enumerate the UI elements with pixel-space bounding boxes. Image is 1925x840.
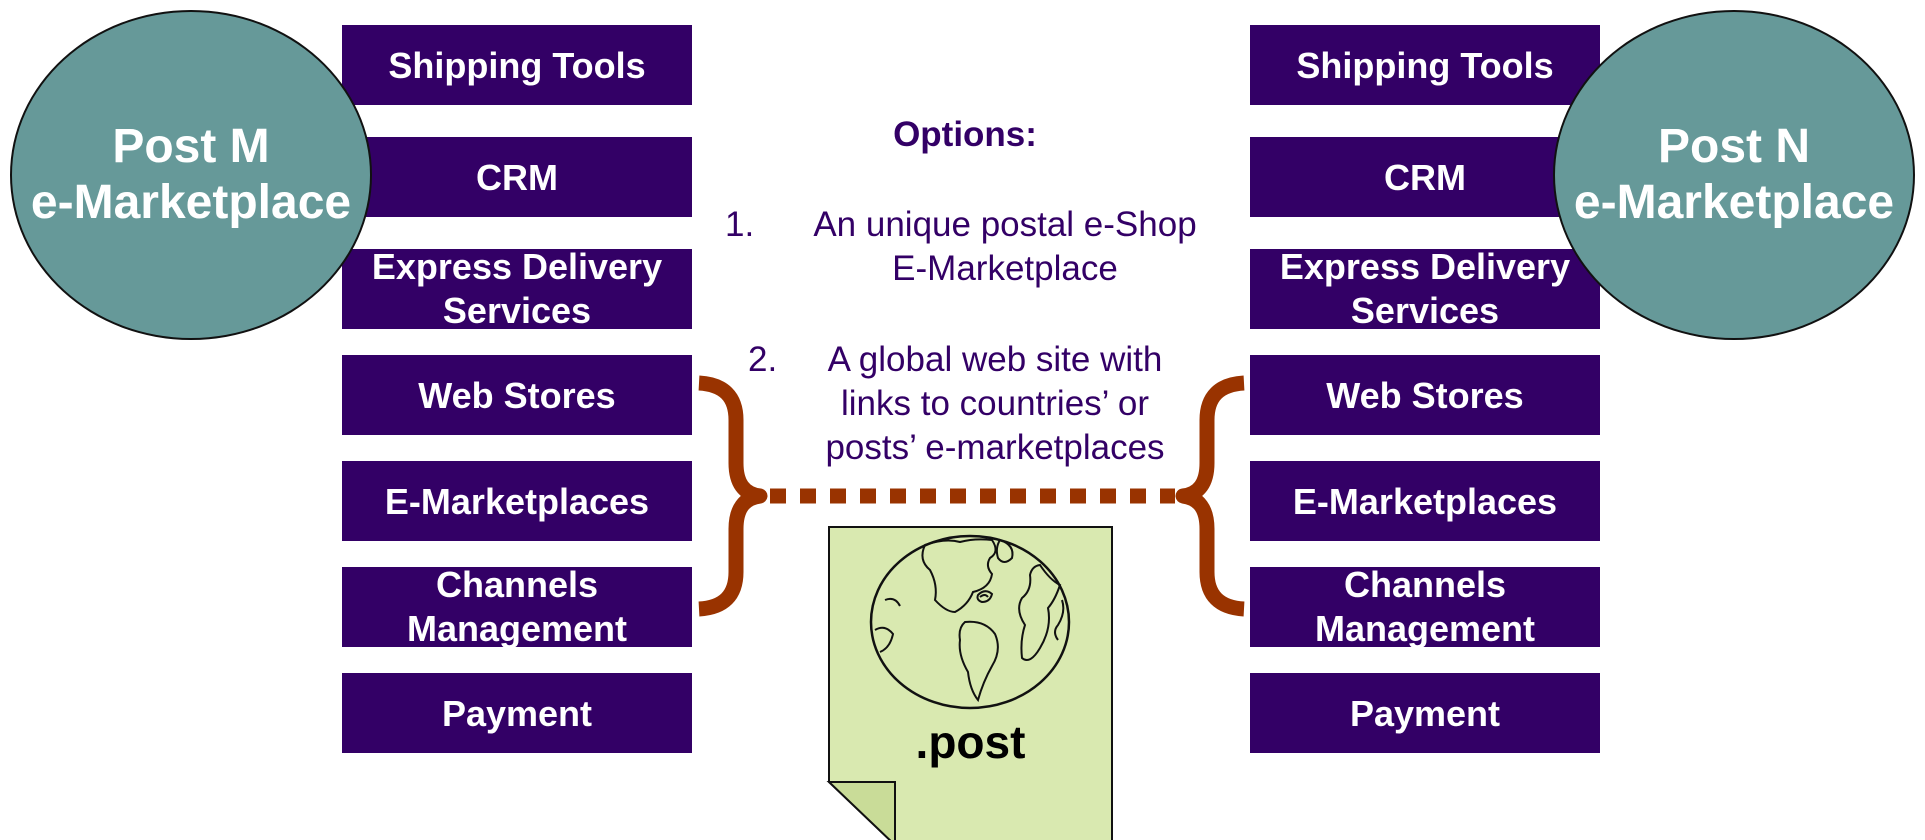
right-box-express-delivery-services: Express Delivery Services bbox=[1250, 246, 1600, 331]
left-box-e-marketplaces: E-Marketplaces bbox=[342, 461, 692, 541]
left-box-shipping-tools: Shipping Tools bbox=[342, 25, 692, 105]
globe-icon bbox=[869, 534, 1071, 710]
document-label: .post bbox=[915, 716, 1026, 768]
option-number-1: 1. bbox=[725, 205, 755, 244]
post-n-marketplace-ellipse: Post N e-Marketplace bbox=[1553, 10, 1915, 340]
left-box-express-delivery-services: Express Delivery Services bbox=[342, 246, 692, 331]
option-text-2: A global web site with links to countrie… bbox=[825, 340, 1165, 467]
option-item-2: 2. A global web site with links to count… bbox=[720, 338, 1240, 473]
left-brace bbox=[698, 375, 768, 617]
left-box-channels-management: Channels Management bbox=[342, 564, 692, 649]
right-box-e-marketplaces: E-Marketplaces bbox=[1250, 461, 1600, 541]
option-text-1: An unique postal e-Shop E-Marketplace bbox=[813, 205, 1197, 288]
right-box-web-stores: Web Stores bbox=[1250, 355, 1600, 435]
right-box-shipping-tools: Shipping Tools bbox=[1250, 25, 1600, 105]
left-box-crm: CRM bbox=[342, 137, 692, 217]
option-number-2: 2. bbox=[748, 340, 778, 379]
right-brace bbox=[1175, 375, 1245, 617]
left-box-web-stores: Web Stores bbox=[342, 355, 692, 435]
option-item-1: 1. An unique postal e-Shop E-Marketplace bbox=[720, 203, 1240, 293]
right-box-channels-management: Channels Management bbox=[1250, 564, 1600, 649]
left-box-payment: Payment bbox=[342, 673, 692, 753]
right-box-payment: Payment bbox=[1250, 673, 1600, 753]
right-box-crm: CRM bbox=[1250, 137, 1600, 217]
options-title: Options: bbox=[893, 115, 1037, 154]
post-m-marketplace-ellipse: Post M e-Marketplace bbox=[10, 10, 372, 340]
